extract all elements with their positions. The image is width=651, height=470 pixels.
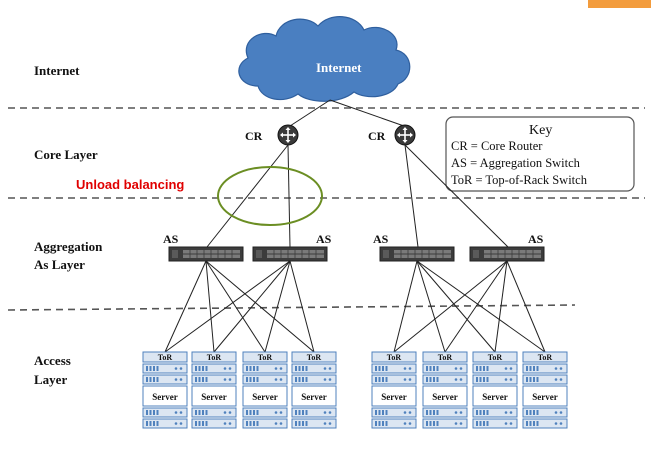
router-icon <box>277 124 299 146</box>
disk-row <box>472 418 518 429</box>
key-title: Key <box>529 123 552 138</box>
rack-unit: ToR Server <box>422 351 468 429</box>
orange-corner-tab <box>588 0 651 8</box>
tor-label: ToR <box>538 353 553 362</box>
aggregation-switch-1-label: AS <box>163 232 179 246</box>
aggregation-switch-2-label: AS <box>316 232 332 246</box>
disk-row <box>422 363 468 374</box>
key-item-as: AS = Aggregation Switch <box>451 156 581 170</box>
tor-label: ToR <box>488 353 503 362</box>
separator-aggregation-access <box>7 304 576 311</box>
disk-row <box>142 407 188 418</box>
layer-label-internet: Internet <box>34 63 80 78</box>
tor-label: ToR <box>307 353 322 362</box>
key-item-tor: ToR = Top-of-Rack Switch <box>451 173 588 187</box>
disk-row <box>522 418 568 429</box>
server-label: Server <box>482 392 507 402</box>
router-icon <box>394 124 416 146</box>
rack-unit: ToR Server <box>142 351 188 429</box>
layer-label-access-2: Layer <box>34 372 67 387</box>
layer-label-aggregation-2: As Layer <box>34 257 85 272</box>
rack-unit: ToR Server <box>291 351 337 429</box>
server-label: Server <box>381 392 406 402</box>
layer-label-aggregation: Aggregation <box>34 239 103 254</box>
disk-row <box>371 418 417 429</box>
server-label: Server <box>152 392 177 402</box>
core-aggregation-links <box>206 144 509 248</box>
disk-row <box>472 374 518 385</box>
disk-row <box>422 418 468 429</box>
tor-label: ToR <box>258 353 273 362</box>
server-label: Server <box>301 392 326 402</box>
layer-label-core: Core Layer <box>34 147 98 162</box>
rack-unit: ToR Server <box>242 351 288 429</box>
tor-label: ToR <box>158 353 173 362</box>
disk-row <box>522 374 568 385</box>
disk-row <box>191 407 237 418</box>
core-router-left-label: CR <box>245 129 263 143</box>
disk-row <box>142 363 188 374</box>
aggregation-switch-3: AS <box>373 232 455 262</box>
disk-row <box>422 374 468 385</box>
internet-cloud-label: Internet <box>316 60 362 75</box>
disk-row <box>142 374 188 385</box>
internet-cloud: Internet <box>238 16 411 102</box>
disk-row <box>242 374 288 385</box>
disk-row <box>291 363 337 374</box>
disk-row <box>522 363 568 374</box>
disk-row <box>472 363 518 374</box>
disk-row <box>142 418 188 429</box>
disk-row <box>191 418 237 429</box>
server-racks: ToR Server ToR Server ToR Server ToR Server ToR S… <box>142 351 568 429</box>
aggregation-switch-3-label: AS <box>373 232 389 246</box>
key-item-cr: CR = Core Router <box>451 139 543 153</box>
tor-label: ToR <box>387 353 402 362</box>
disk-row <box>242 418 288 429</box>
disk-row <box>291 407 337 418</box>
disk-row <box>191 363 237 374</box>
disk-row <box>242 363 288 374</box>
disk-row <box>522 407 568 418</box>
aggregation-switch-4-label: AS <box>528 232 544 246</box>
rack-unit: ToR Server <box>371 351 417 429</box>
aggregation-switch-1: AS <box>163 232 244 262</box>
aggregation-switch-2: AS <box>252 232 332 262</box>
layer-label-access: Access <box>34 353 71 368</box>
rack-unit: ToR Server <box>522 351 568 429</box>
rack-unit: ToR Server <box>472 351 518 429</box>
core-router-left: CR <box>245 124 299 146</box>
key-legend: Key CR = Core Router AS = Aggregation Sw… <box>445 116 635 192</box>
disk-row <box>422 407 468 418</box>
tor-label: ToR <box>438 353 453 362</box>
unload-balancing-label: Unload balancing <box>76 177 184 192</box>
aggregation-switch-4: AS <box>469 232 545 262</box>
disk-row <box>472 407 518 418</box>
disk-row <box>191 374 237 385</box>
tor-label: ToR <box>207 353 222 362</box>
unload-balancing-ellipse <box>217 166 323 226</box>
server-label: Server <box>432 392 457 402</box>
disk-row <box>371 363 417 374</box>
disk-row <box>291 418 337 429</box>
core-router-right-label: CR <box>368 129 386 143</box>
server-label: Server <box>252 392 277 402</box>
core-router-right: CR <box>368 124 416 146</box>
disk-row <box>242 407 288 418</box>
disk-row <box>371 374 417 385</box>
server-label: Server <box>201 392 226 402</box>
disk-row <box>371 407 417 418</box>
disk-row <box>291 374 337 385</box>
aggregation-access-links <box>164 260 546 353</box>
server-label: Server <box>532 392 557 402</box>
rack-unit: ToR Server <box>191 351 237 429</box>
